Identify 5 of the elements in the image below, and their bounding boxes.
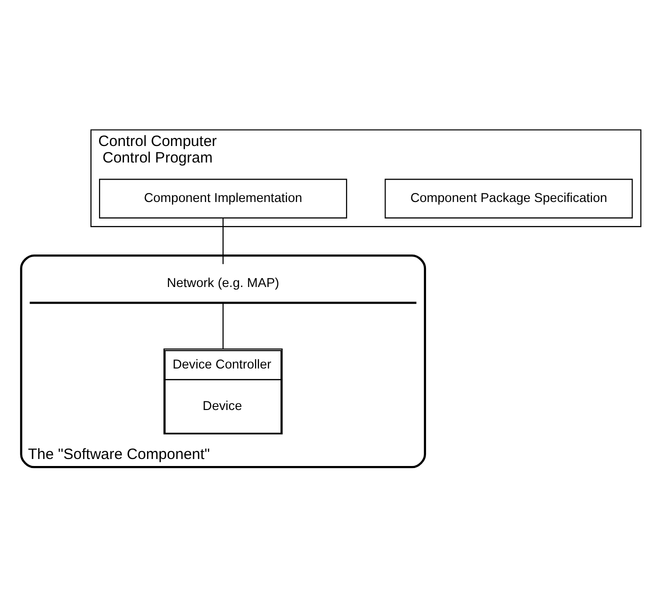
node-box: Component Package Specification	[384, 178, 633, 218]
connector	[222, 302, 224, 348]
node-text: Network (e.g. MAP)	[166, 274, 280, 290]
connector	[222, 218, 224, 264]
node-box: Component Implementation	[99, 178, 348, 218]
